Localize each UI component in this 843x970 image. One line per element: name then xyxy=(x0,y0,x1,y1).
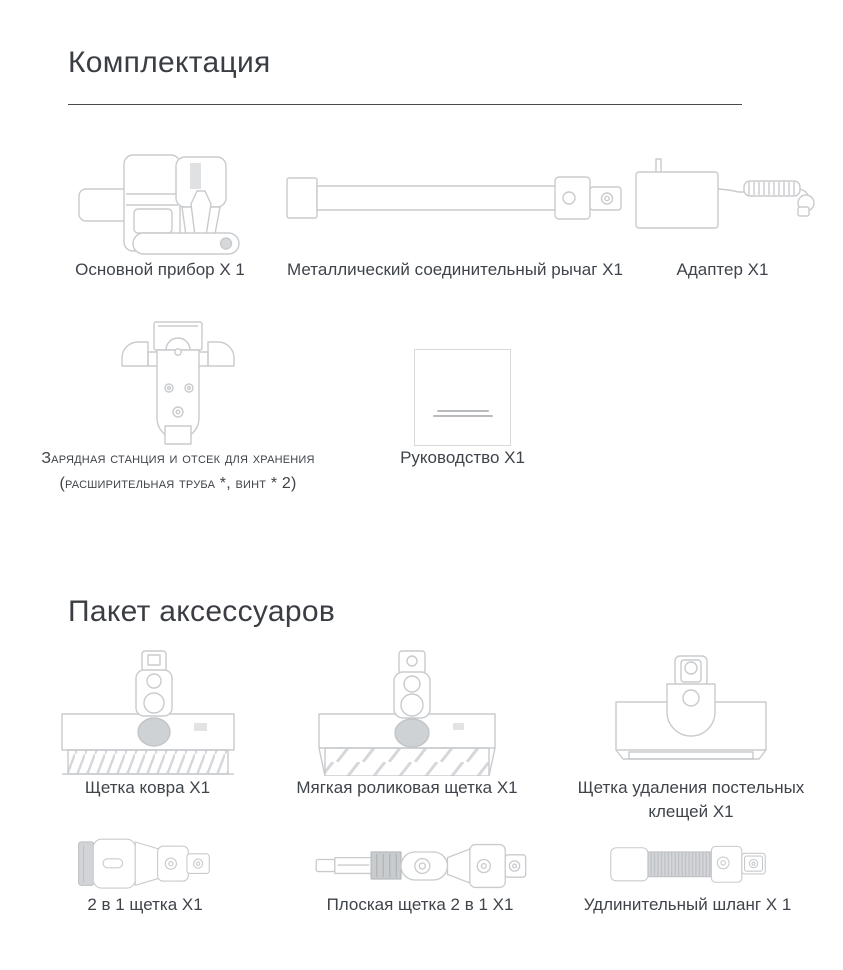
charging-dock-drawing xyxy=(121,321,235,445)
flat-brush-illustration xyxy=(300,833,540,893)
power-adapter-drawing xyxy=(634,157,815,229)
item-mite-removal-brush: Щетка удаления постельных клещей X1 xyxy=(557,648,825,824)
two-in-one-brush-drawing xyxy=(78,838,210,889)
item-flat-brush: Плоская щетка 2 в 1 X1 xyxy=(300,833,540,917)
flat-brush-caption: Плоская щетка 2 в 1 X1 xyxy=(326,895,514,914)
manual-illustration xyxy=(370,318,555,446)
item-manual: Руководство X1 xyxy=(370,318,555,470)
extension-hose-illustration xyxy=(565,833,810,893)
metal-rod-caption: Металлический соединительный рычаг X1 xyxy=(287,260,623,279)
mite-brush-drawing xyxy=(615,655,767,760)
carpet-brush-illustration xyxy=(50,648,245,776)
manual-text-line xyxy=(432,415,493,417)
item-carpet-brush: Щетка ковра X1 xyxy=(50,648,245,800)
item-charging-station: Зарядная станция и отсек для хранения (р… xyxy=(10,318,346,496)
charging-station-illustration xyxy=(10,318,346,446)
main-device-caption: Основной прибор X 1 xyxy=(75,260,245,279)
metal-tube-drawing xyxy=(286,176,622,220)
charging-station-caption: Зарядная станция и отсек для хранения (р… xyxy=(10,446,346,496)
item-main-device: Основной прибор X 1 xyxy=(55,138,265,282)
main-device-illustration xyxy=(55,138,265,258)
extension-hose-caption: Удлинительный шланг X 1 xyxy=(583,895,792,914)
adapter-caption: Адаптер X1 xyxy=(676,260,769,279)
section-title-accessories: Пакет аксессуаров xyxy=(68,594,336,628)
soft-roller-brush-drawing xyxy=(318,650,496,776)
vacuum-main-unit-drawing xyxy=(78,154,240,255)
title-underline xyxy=(68,104,742,105)
extension-hose-drawing xyxy=(609,845,766,883)
manual-text-line xyxy=(436,410,489,412)
soft-roller-brush-illustration xyxy=(292,648,522,776)
charging-station-caption-line2: (расширительная труба *, винт * 2) xyxy=(59,475,297,492)
manual-caption: Руководство X1 xyxy=(400,448,525,467)
item-soft-roller-brush: Мягкая роликовая щетка X1 xyxy=(292,648,522,800)
two-in-one-brush-caption: 2 в 1 щетка X1 xyxy=(87,895,203,914)
carpet-brush-drawing xyxy=(60,650,235,775)
adapter-illustration xyxy=(620,138,825,258)
metal-rod-illustration xyxy=(280,138,630,258)
soft-roller-brush-caption: Мягкая роликовая щетка X1 xyxy=(296,778,518,797)
mite-brush-caption: Щетка удаления постельных клещей X1 xyxy=(577,778,805,821)
two-in-one-brush-illustration xyxy=(50,833,240,893)
item-adapter: Адаптер X1 xyxy=(620,138,825,282)
item-metal-rod: Металлический соединительный рычаг X1 xyxy=(280,138,630,282)
item-two-in-one-brush: 2 в 1 щетка X1 xyxy=(50,833,240,917)
carpet-brush-caption: Щетка ковра X1 xyxy=(84,778,211,797)
manual-booklet-drawing xyxy=(414,349,511,446)
item-extension-hose: Удлинительный шланг X 1 xyxy=(565,833,810,917)
section-title-package: Комплектация xyxy=(68,46,271,80)
flat-brush-drawing xyxy=(315,843,526,889)
charging-station-caption-line1: Зарядная станция и отсек для хранения xyxy=(41,450,315,467)
mite-brush-illustration xyxy=(557,648,825,776)
